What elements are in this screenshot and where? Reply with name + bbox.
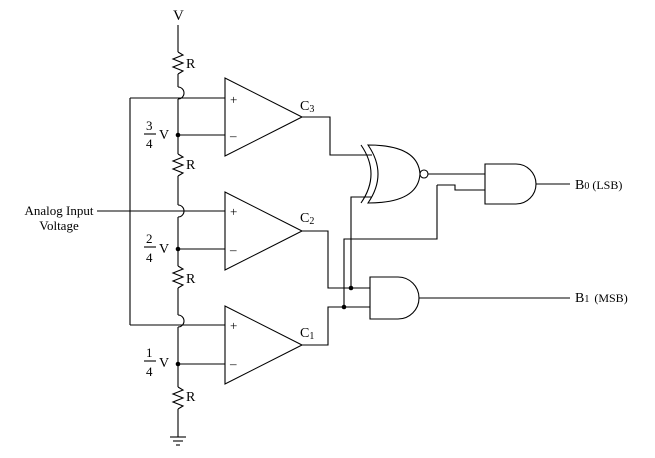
c3-output-wire xyxy=(302,116,372,156)
comparator-label-c1: C1 xyxy=(300,326,314,342)
c1-branch-wire xyxy=(343,185,438,307)
tap-fraction-3-4: 3 4 V xyxy=(144,118,169,151)
resistor-lower xyxy=(171,265,185,289)
comparator-c2: + – xyxy=(224,191,304,271)
comparator-label-c2: C2 xyxy=(300,211,314,227)
tap-fraction-1-4: 1 4 V xyxy=(144,345,169,379)
svg-text:–: – xyxy=(229,356,237,371)
svg-text:2: 2 xyxy=(146,231,153,246)
comparator-c1: + – xyxy=(224,305,304,385)
analog-input-label-line2: Voltage xyxy=(39,218,79,233)
resistor-bottom xyxy=(171,386,185,410)
svg-text:3: 3 xyxy=(146,118,153,133)
svg-text:V: V xyxy=(159,356,169,371)
and-gate-b1 xyxy=(369,276,420,320)
junction-dot xyxy=(341,304,347,310)
supply-label: V xyxy=(173,8,184,24)
resistor-label-bottom: R xyxy=(186,390,196,405)
resistor-label-upper: R xyxy=(186,158,196,173)
output-label-b0: B0(LSB) xyxy=(575,178,622,193)
comparator-c3: + – xyxy=(224,77,304,157)
resistor-label-top: R xyxy=(186,57,196,72)
resistor-top xyxy=(171,51,185,75)
svg-text:+: + xyxy=(230,318,237,333)
analog-input-label-line1: Analog Input xyxy=(25,203,94,218)
svg-text:+: + xyxy=(230,204,237,219)
svg-text:V: V xyxy=(159,242,169,257)
svg-text:–: – xyxy=(229,242,237,257)
resistor-upper xyxy=(171,153,185,177)
and-gate-b0 xyxy=(484,163,537,205)
junction-dot xyxy=(348,285,354,291)
svg-text:1: 1 xyxy=(146,345,153,360)
svg-text:–: – xyxy=(229,128,237,143)
output-label-b1: B1(MSB) xyxy=(575,291,628,306)
ground-symbol xyxy=(170,436,186,446)
xnor-gate xyxy=(360,144,429,204)
svg-text:4: 4 xyxy=(146,250,153,265)
tap-fraction-2-4: 2 4 V xyxy=(144,231,169,265)
resistor-label-lower: R xyxy=(186,272,196,287)
comparator-label-c3: C3 xyxy=(300,99,314,115)
svg-text:4: 4 xyxy=(146,136,153,151)
svg-text:V: V xyxy=(159,128,169,143)
c1-output-wire xyxy=(302,306,370,346)
svg-text:+: + xyxy=(230,92,237,107)
svg-text:4: 4 xyxy=(146,364,153,379)
